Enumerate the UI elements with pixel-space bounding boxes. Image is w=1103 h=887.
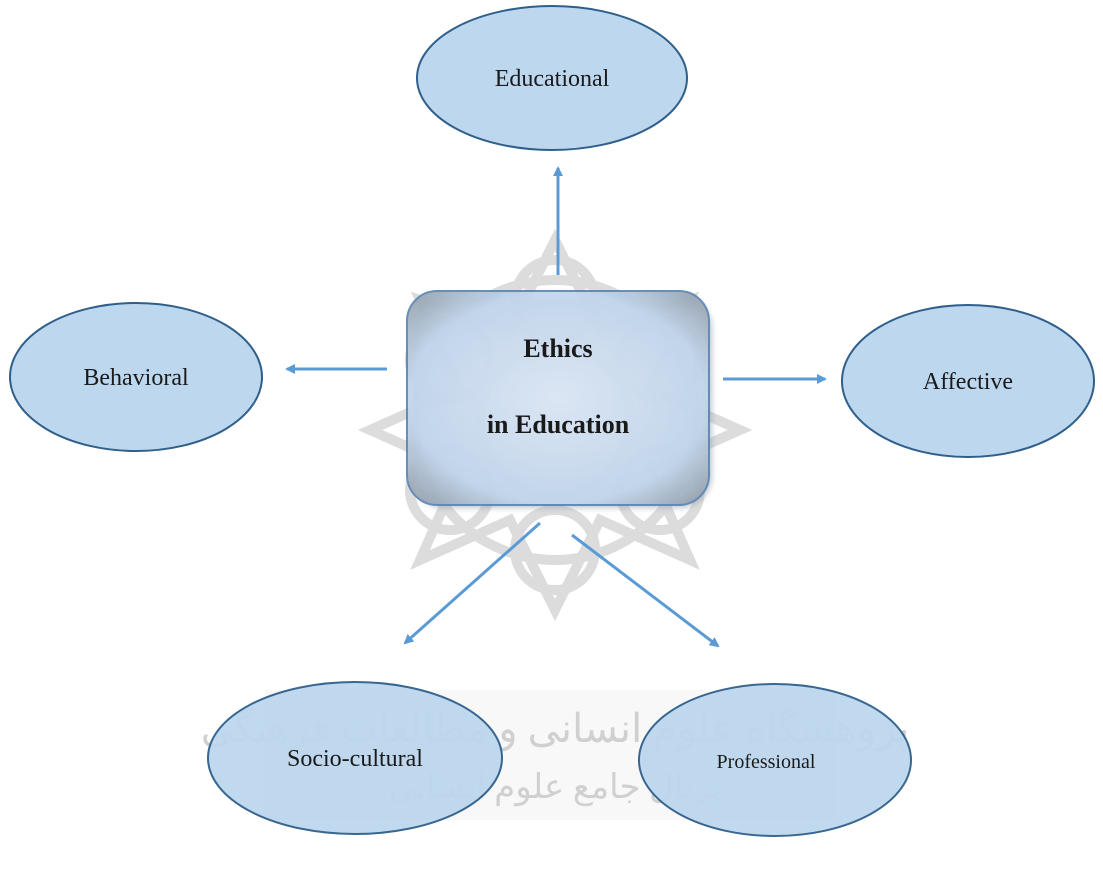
node-educational: Educational [416, 5, 688, 151]
center-title-line1: Ethics [523, 334, 592, 363]
node-behavioral: Behavioral [9, 302, 263, 452]
node-professional: Professional [638, 683, 912, 837]
center-title-line2: in Education [487, 410, 630, 439]
node-socio-cultural-label: Socio-cultural [287, 746, 423, 772]
node-behavioral-label: Behavioral [83, 365, 189, 391]
center-box: Ethics in Education [406, 290, 712, 508]
arrow-to-socio-cultural [403, 521, 541, 645]
node-affective-label: Affective [923, 369, 1013, 395]
node-professional-label: Professional [717, 751, 816, 773]
node-socio-cultural: Socio-cultural [207, 681, 503, 835]
arrow-to-professional [571, 533, 720, 648]
node-educational-label: Educational [495, 66, 610, 92]
node-affective: Affective [841, 304, 1095, 458]
